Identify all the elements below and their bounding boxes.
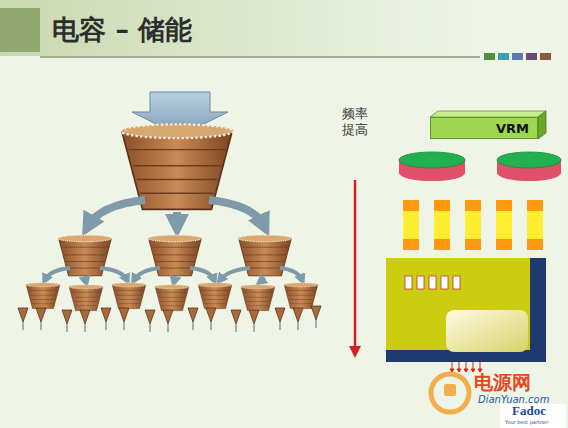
- cap-body: [465, 211, 481, 239]
- header-rule: [40, 56, 480, 58]
- package-cap: [441, 276, 448, 289]
- flow-arrow: [280, 268, 302, 280]
- cylinder-top: [399, 152, 465, 168]
- package-edge: [530, 258, 546, 362]
- cap-end: [465, 200, 481, 211]
- basket: [198, 283, 232, 309]
- package-cap: [405, 276, 412, 289]
- basket: [69, 285, 103, 311]
- cap-body: [496, 211, 512, 239]
- cap-body: [434, 211, 450, 239]
- watermark-ring: [431, 374, 469, 412]
- flow-arrows: [45, 268, 302, 282]
- small-baskets: [26, 283, 318, 311]
- flow-arrow: [45, 268, 70, 280]
- watermark-plug: [444, 384, 456, 396]
- watermark-text: 电源网: [474, 370, 531, 396]
- slide-title: 电容 – 储能: [52, 12, 192, 48]
- flow-arrow: [88, 200, 145, 226]
- vrm-box: VRM: [430, 117, 538, 139]
- bulk-capacitor: [399, 152, 465, 181]
- deco-square: [484, 53, 495, 60]
- cap-end: [403, 200, 419, 211]
- cylinder-top: [497, 152, 561, 168]
- cap-body: [403, 211, 419, 239]
- flow-arrow: [190, 268, 214, 280]
- basket: [26, 283, 60, 309]
- node-text: VRM: [496, 121, 529, 136]
- logo-tagline: Your best partner: [505, 419, 548, 425]
- flow-arrow: [100, 268, 127, 280]
- flow-arrow: [209, 200, 264, 226]
- logo-text: Fadoc: [512, 403, 546, 419]
- ceramic-capacitors: [403, 200, 543, 250]
- vrm-side: [538, 111, 546, 139]
- cap-body: [527, 211, 543, 239]
- flow-arrow: [220, 268, 250, 280]
- die: [446, 310, 528, 352]
- package-cap: [453, 276, 460, 289]
- load-tips: [18, 306, 321, 324]
- package-substrate: [386, 258, 544, 352]
- flow-arrow: [85, 278, 86, 282]
- package-cap: [417, 276, 424, 289]
- basket: [284, 283, 318, 309]
- flow-arrow: [260, 278, 265, 282]
- basket: [241, 285, 275, 311]
- current-arrows: [450, 362, 482, 372]
- basket: [112, 283, 146, 309]
- cap-end: [434, 239, 450, 250]
- axis-label: 频率 提高: [340, 106, 370, 139]
- cap-end: [496, 200, 512, 211]
- flow-arrow: [174, 278, 175, 282]
- cap-end: [527, 200, 543, 211]
- tip: [18, 306, 321, 324]
- cap-end: [403, 239, 419, 250]
- frequency-arrowhead: [349, 346, 361, 358]
- cap-end: [434, 200, 450, 211]
- basket: [155, 285, 189, 311]
- tip-line: [23, 320, 316, 332]
- logo-ground: [500, 404, 566, 428]
- flow-arrow: [134, 268, 160, 280]
- package-caps: [405, 276, 460, 289]
- deco-square: [498, 53, 509, 60]
- tip-lines: [23, 320, 316, 332]
- package-cap: [429, 276, 436, 289]
- header-band: [0, 0, 480, 56]
- header-block: [0, 8, 40, 52]
- flow-arrow: [173, 212, 181, 226]
- cap-end: [496, 239, 512, 250]
- deco-square: [540, 53, 551, 60]
- cap-end: [527, 239, 543, 250]
- frequency-arrow: [354, 180, 357, 348]
- bulk-capacitor: [497, 152, 561, 181]
- deco-square: [526, 53, 537, 60]
- cap-end: [465, 239, 481, 250]
- deco-square: [512, 53, 523, 60]
- basket: [121, 124, 234, 209]
